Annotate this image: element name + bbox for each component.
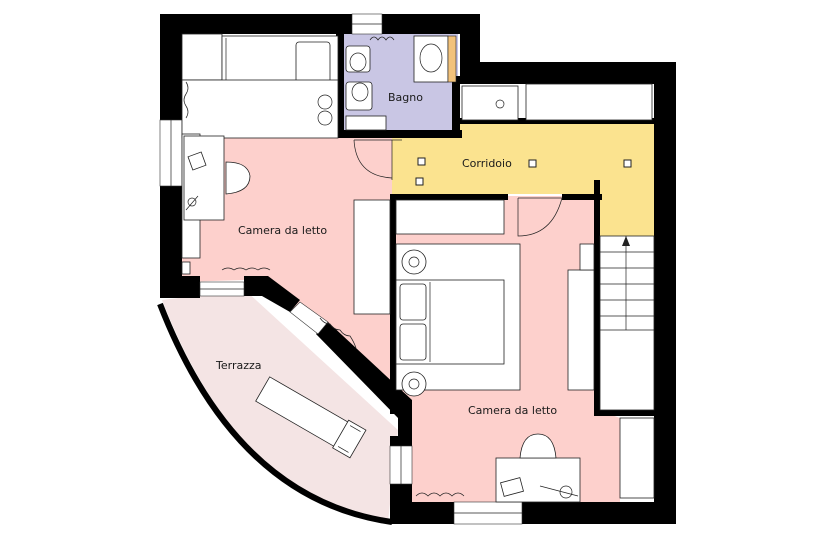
bedroom2-furniture: [395, 199, 655, 503]
terrace-railing: [157, 302, 393, 525]
staircase: [599, 235, 655, 411]
terrace-furniture: [255, 376, 367, 459]
room-label-terrazza: Terrazza: [215, 359, 262, 372]
room-label-camera2: Camera da letto: [468, 404, 557, 417]
ceiling-lights: [415, 157, 632, 186]
room-label-corridoio: Corridoio: [462, 157, 512, 170]
room-label-camera1: Camera da letto: [238, 224, 327, 237]
corridoio-floor: [392, 122, 654, 236]
walls: [160, 14, 676, 524]
room-label-bagno: Bagno: [388, 91, 423, 104]
bathroom-fixtures: [345, 35, 519, 131]
corridor-wardrobe: [525, 83, 653, 121]
windows: [159, 13, 523, 525]
doors: [353, 139, 563, 237]
bedroom1-furniture: [181, 33, 391, 349]
